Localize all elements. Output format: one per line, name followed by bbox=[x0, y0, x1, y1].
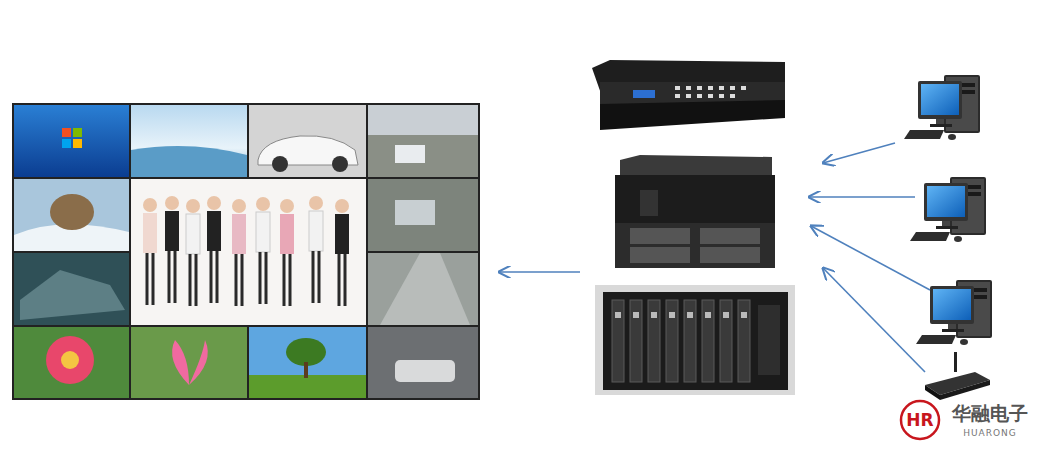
company-name-latin: HUARONG bbox=[963, 429, 1017, 438]
logo-mark: HR bbox=[906, 412, 933, 429]
company-name: 华融电子 bbox=[952, 404, 1028, 423]
